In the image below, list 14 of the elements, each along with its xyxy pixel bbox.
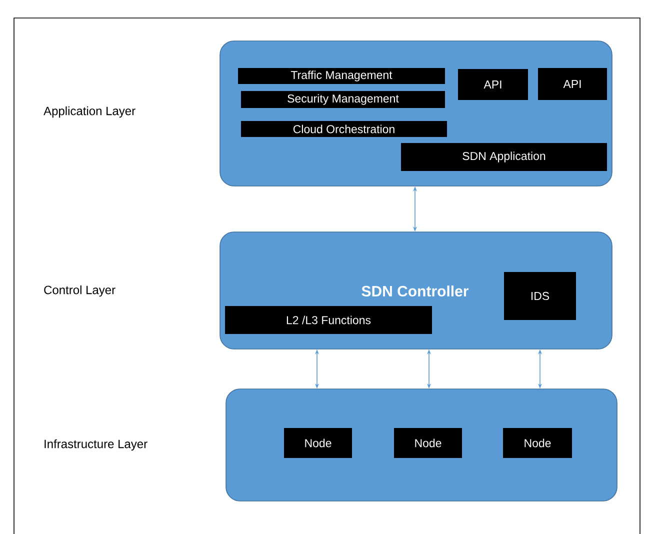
layer-label: Infrastructure Layer — [44, 439, 148, 451]
layer-label: Application Layer — [44, 106, 136, 118]
function-box: Cloud Orchestration — [241, 121, 447, 137]
function-box: IDS — [504, 272, 576, 320]
function-box: L2 /L3 Functions — [225, 306, 432, 334]
function-box: SDN Application — [401, 143, 607, 171]
function-box: API — [458, 69, 528, 100]
function-box: Traffic Management — [238, 68, 445, 84]
layer-label: Control Layer — [44, 285, 116, 297]
function-box: Node — [284, 428, 352, 458]
function-box: API — [538, 68, 607, 100]
function-box: Security Management — [241, 91, 445, 108]
function-box: Node — [394, 428, 462, 458]
function-box: Node — [503, 428, 572, 458]
